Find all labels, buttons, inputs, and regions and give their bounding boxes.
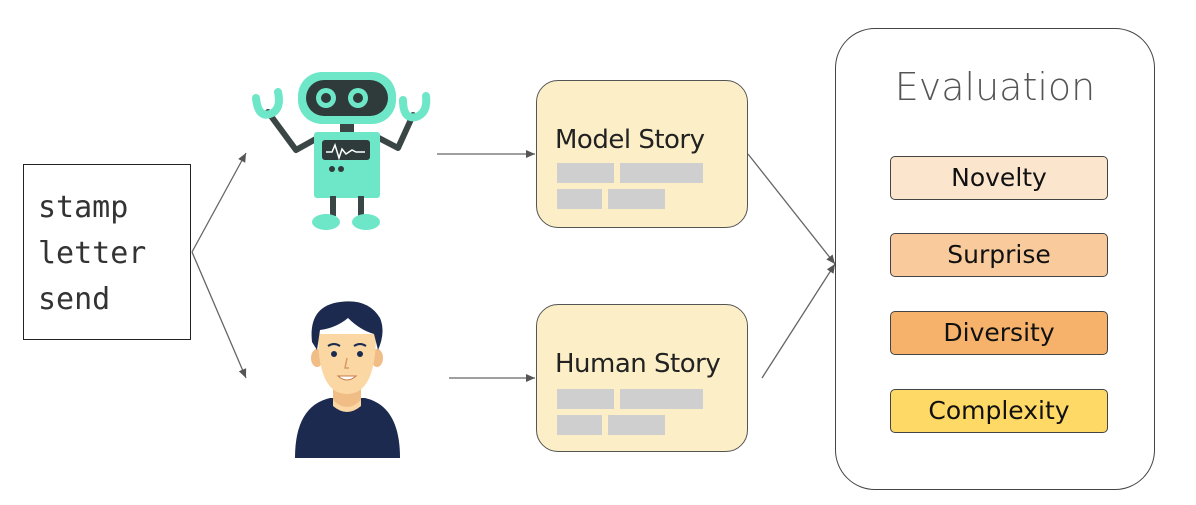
story-title: Model Story — [555, 125, 705, 155]
input-word: send — [38, 282, 111, 317]
text-placeholder-bar — [608, 415, 665, 435]
text-placeholder-bar — [620, 389, 703, 409]
text-placeholder-bar — [557, 163, 614, 183]
metric-surprise: Surprise — [890, 233, 1108, 277]
arrow-model-story-to-evaluation — [747, 153, 836, 265]
input-word: letter — [38, 236, 147, 271]
model-story-box: Model Story — [536, 80, 748, 228]
input-word: stamp — [38, 190, 129, 225]
text-placeholder-bar — [608, 189, 665, 209]
text-placeholder-bar — [557, 415, 602, 435]
text-placeholder-bar — [620, 163, 703, 183]
text-placeholder-bar — [557, 389, 614, 409]
metric-novelty: Novelty — [890, 156, 1108, 200]
human-icon — [295, 301, 400, 458]
story-title: Human Story — [555, 349, 721, 379]
arrow-human-story-to-evaluation — [761, 263, 836, 379]
robot-icon — [252, 72, 431, 230]
arrow-input-to-human — [191, 251, 247, 379]
metric-diversity: Diversity — [890, 311, 1108, 355]
human-story-box: Human Story — [536, 304, 748, 452]
evaluation-panel: Evaluation Novelty Surprise Diversity Co… — [835, 28, 1155, 490]
text-placeholder-bar — [557, 189, 602, 209]
arrow-input-to-robot — [191, 152, 247, 253]
evaluation-title: Evaluation — [894, 65, 1096, 109]
input-words-box: stamp letter send — [23, 164, 191, 340]
metric-complexity: Complexity — [890, 389, 1108, 433]
